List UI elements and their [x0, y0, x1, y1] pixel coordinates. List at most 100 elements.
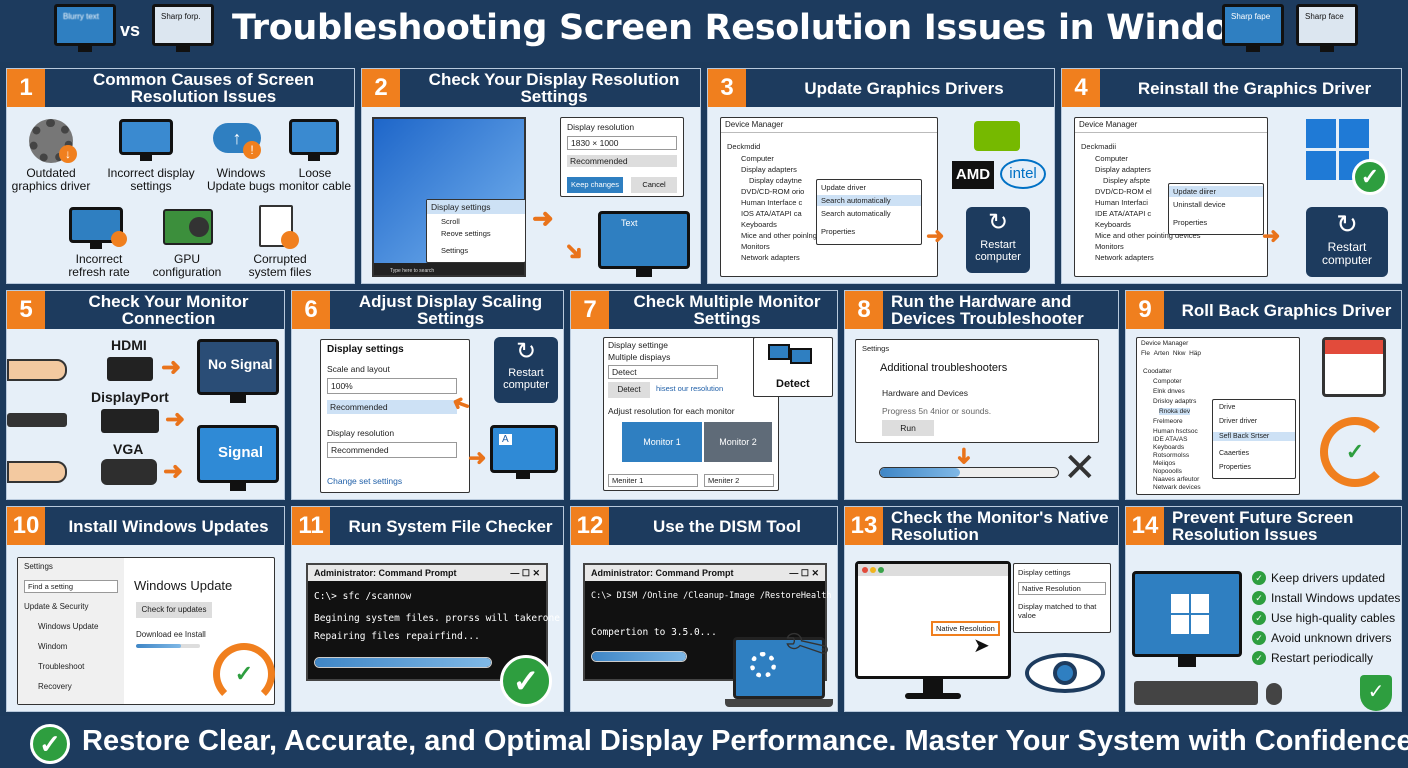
tree-item[interactable]: Monitors — [1095, 242, 1124, 251]
menu-action[interactable]: Arten — [1153, 350, 1170, 357]
native-resolution-dropdown[interactable]: Native Resolution — [1018, 582, 1106, 595]
gpu-card-icon — [163, 209, 213, 245]
window-controls-icon[interactable]: — ☐ ✕ — [510, 568, 540, 578]
update-driver-item[interactable]: Update driver — [821, 183, 867, 192]
monitor-1-tile[interactable]: Monitor 1 — [622, 422, 702, 462]
capabilities-item[interactable]: Caaerties — [1219, 450, 1249, 457]
tree-item[interactable]: Human Interfaci — [1095, 198, 1148, 207]
scale-dropdown[interactable]: 100% — [327, 378, 457, 394]
tree-item[interactable]: Netwark devices — [1153, 484, 1201, 491]
find-setting-input[interactable]: Find a setting — [24, 580, 118, 593]
uninstall-device-item[interactable]: Uninstall device — [1173, 200, 1226, 209]
menu-file[interactable]: Fle — [1141, 350, 1151, 357]
tree-item[interactable]: Keyboards — [1153, 444, 1185, 451]
check-icon: ✓ — [1252, 611, 1266, 625]
eye-icon — [1025, 653, 1105, 693]
detect-button[interactable]: Detect — [608, 382, 650, 398]
properties-item[interactable]: Properties — [1173, 218, 1208, 227]
multiple-displays-dropdown[interactable]: Detect — [608, 365, 718, 379]
tree-item[interactable]: Deckmadii — [1081, 142, 1117, 151]
tree-item[interactable]: Human Interface c — [741, 198, 803, 207]
menu-display-settings[interactable]: Display settings — [427, 200, 525, 214]
nav-windows-update[interactable]: Windows Update — [38, 622, 99, 631]
tree-item[interactable]: Monitors — [741, 242, 770, 251]
tree-item[interactable]: Nopooolls — [1153, 468, 1182, 475]
settings-window: Settings Additional troubleshooters Hard… — [855, 339, 1099, 443]
nav-windom[interactable]: Windom — [38, 642, 68, 651]
tree-item[interactable]: Frelmeore — [1153, 418, 1183, 425]
tree-item[interactable]: DVD/CD-ROM el — [1095, 187, 1152, 196]
tree-item[interactable]: IOS ATA/ATAPI ca — [741, 209, 802, 218]
tree-item[interactable]: Rotsormolss — [1153, 452, 1190, 459]
resolution-dropdown[interactable]: Recommended — [327, 442, 457, 458]
keep-changes-button[interactable]: Keep changes — [567, 177, 623, 193]
detect-popup: Detect — [753, 337, 833, 397]
restart-computer-button[interactable]: ↻ Restart computer — [966, 207, 1030, 273]
tree-item[interactable]: Display cdaytne — [749, 176, 802, 185]
restart-computer-button[interactable]: ↻ Restart computer — [1306, 207, 1388, 277]
vga-label: VGA — [113, 441, 144, 457]
tree-item[interactable]: Mice and other poinlng devices — [741, 231, 845, 240]
tree-item-selected[interactable]: Rnoka dev — [1159, 408, 1191, 415]
menu-view[interactable]: Nkw — [1172, 350, 1186, 357]
tree-item[interactable]: Keyboards — [741, 220, 777, 229]
window-controls-icon[interactable]: — ☐ ✕ — [789, 568, 819, 578]
tree-item[interactable]: Displey afspte — [1103, 176, 1151, 185]
tree-item[interactable]: IDE ATA/ATAPI c — [1095, 209, 1152, 218]
tree-item[interactable]: DVD/CD-ROM orio — [741, 187, 805, 196]
cause-outdated-driver: Outdated graphics driver — [11, 166, 91, 193]
driver-driver-item[interactable]: Driver driver — [1219, 418, 1258, 425]
tree-item[interactable]: Network adapters — [741, 253, 800, 262]
nav-troubleshoot[interactable]: Troubleshoot — [38, 662, 85, 671]
tree-item[interactable]: Keyboards — [1095, 220, 1131, 229]
displayport-port-icon — [101, 409, 159, 433]
tree-item[interactable]: Coodatter — [1143, 368, 1172, 375]
tip-keep-drivers: ✓Keep drivers updated — [1252, 571, 1385, 585]
tree-item[interactable]: Computer — [741, 154, 774, 163]
menu-remove-settings[interactable]: Reove settings — [441, 229, 491, 238]
panel-number: 1 — [7, 69, 45, 107]
tree-item[interactable]: Compoter — [1153, 378, 1182, 385]
menu-help[interactable]: Häp — [1189, 350, 1202, 357]
check-for-updates-button[interactable]: Check for updates — [136, 602, 212, 618]
tree-item[interactable]: Computer — [1095, 154, 1128, 163]
properties-item[interactable]: Properties — [821, 227, 856, 236]
search-automatically-item[interactable]: Search automatically — [817, 195, 921, 206]
tree-item[interactable]: Drisloy adaptrs — [1153, 398, 1197, 405]
search-automatically-item-2[interactable]: Search automatically — [821, 209, 891, 218]
tree-item[interactable]: Mice and other pointing devices — [1095, 231, 1201, 240]
tree-item[interactable]: Display adapters — [1095, 165, 1151, 174]
tree-item[interactable]: Meiiqos — [1153, 460, 1176, 467]
change-settings-link[interactable]: Change set settings — [327, 476, 403, 486]
properties-item[interactable]: Properties — [1219, 464, 1251, 471]
resolution-dropdown[interactable]: 1830 × 1000 — [567, 136, 677, 150]
cancel-button[interactable]: Cancel — [631, 177, 677, 193]
nav-recovery[interactable]: Recovery — [38, 682, 72, 691]
taskbar-search[interactable]: Type here to search — [390, 268, 435, 274]
roll-back-item[interactable]: Sefl Back Srtser — [1213, 432, 1295, 441]
tree-item[interactable]: Elnk dnves — [1153, 388, 1185, 395]
monitor-2-dropdown[interactable]: Meniter 2 — [704, 474, 774, 487]
hint-link[interactable]: hisest our resolution — [656, 384, 724, 393]
monitor-2-tile[interactable]: Monitor 2 — [704, 422, 772, 462]
detect-label[interactable]: Detect — [776, 378, 810, 390]
menu-scroll[interactable]: Scroll — [441, 217, 460, 226]
restart-computer-button[interactable]: ↻ Restart computer — [494, 337, 558, 403]
tree-item[interactable]: Network adapters — [1095, 253, 1154, 262]
run-button[interactable]: Run — [882, 420, 934, 436]
recommended-option[interactable]: Recommended — [327, 400, 457, 414]
tree-item[interactable]: Deckmdid — [727, 142, 761, 151]
preview-glyph: A — [499, 434, 512, 445]
tree-item[interactable]: Naaves arfeutor — [1153, 476, 1200, 483]
driver-item[interactable]: Drive — [1219, 404, 1236, 411]
tree-item[interactable]: IDE ATA/AS — [1153, 436, 1188, 443]
monitor-1-dropdown[interactable]: Meniter 1 — [608, 474, 698, 487]
menu-settings[interactable]: Settings — [441, 246, 469, 255]
recommended-option[interactable]: Recommended — [567, 155, 677, 167]
hardware-devices-item[interactable]: Hardware and Devices — [882, 388, 968, 398]
tree-item[interactable]: Display adapters — [741, 165, 797, 174]
tree-item[interactable]: Human hsctsoc — [1153, 428, 1198, 435]
update-driver-item[interactable]: Update diirer — [1169, 186, 1263, 197]
